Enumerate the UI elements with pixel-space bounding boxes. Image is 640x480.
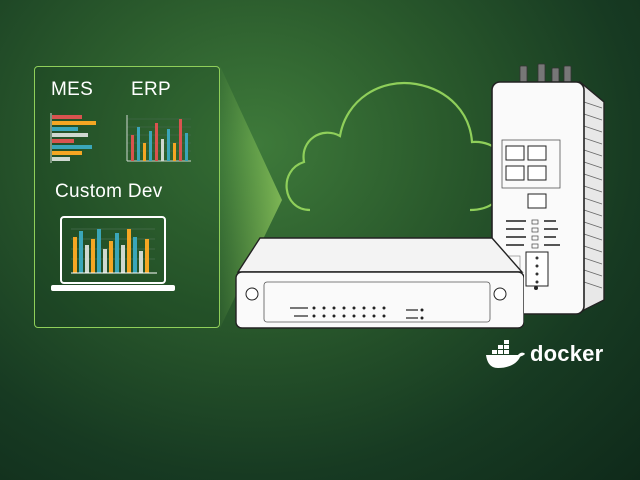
mes-label: MES (51, 79, 94, 100)
docker-brand: docker (484, 340, 603, 368)
laptop-icon (51, 216, 175, 291)
docker-whale-icon (486, 340, 525, 368)
edge-router-device (235, 237, 524, 329)
custom-dev-label: Custom Dev (55, 181, 163, 202)
docker-wordmark: docker (530, 341, 604, 366)
industrial-gateway-device (491, 63, 605, 315)
apps-panel: MES ERP Custom Dev (34, 66, 220, 328)
mes-bar-chart-icon (50, 113, 96, 163)
erp-label: ERP (131, 79, 171, 100)
erp-bar-chart-icon (126, 115, 191, 162)
